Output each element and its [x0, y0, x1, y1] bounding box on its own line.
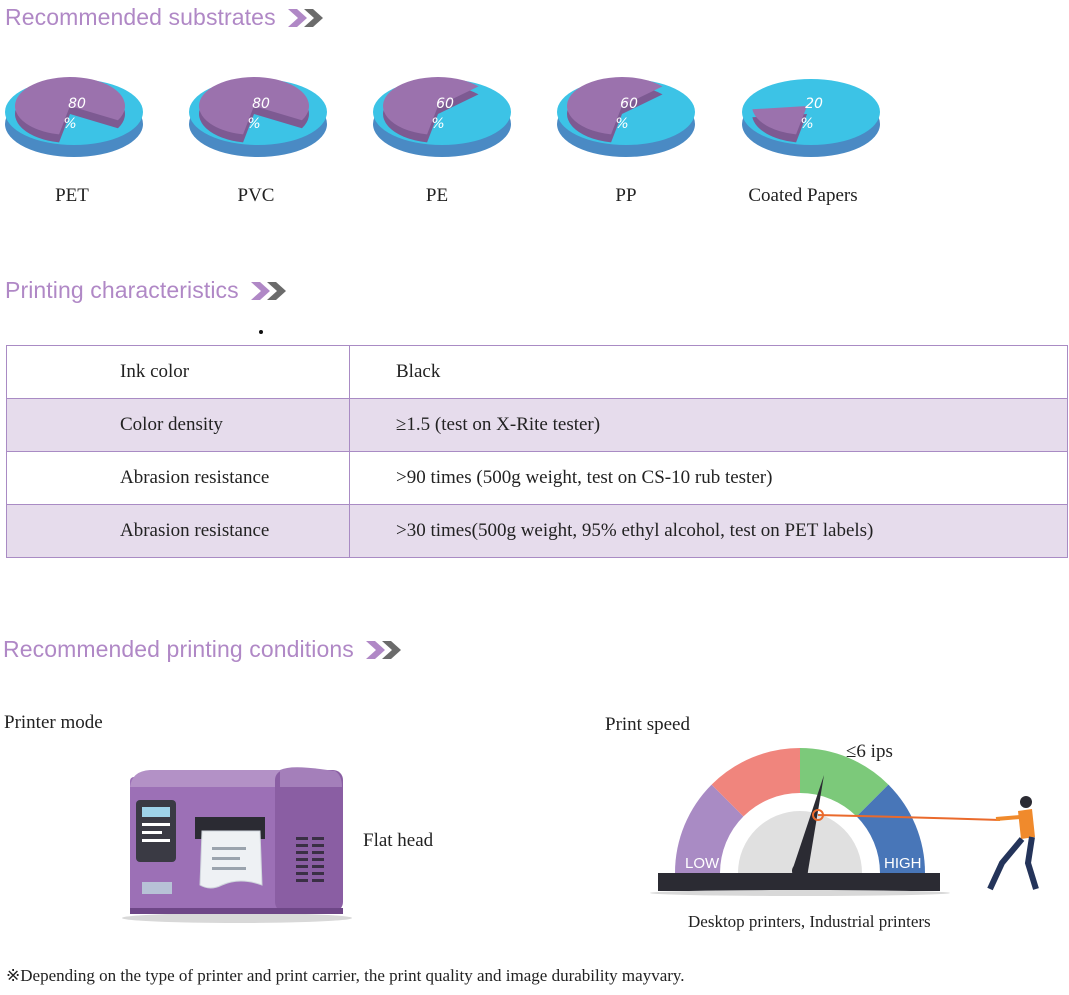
characteristics-title: Printing characteristics: [5, 277, 289, 304]
substrate-pie: 80%: [187, 70, 337, 170]
table-row: Color density ≥1.5 (test on X-Rite teste…: [6, 398, 1068, 452]
gauge-low-label: LOW: [685, 855, 720, 872]
substrate-label: PVC: [237, 185, 275, 206]
characteristics-table: Ink color Black Color density ≥1.5 (test…: [6, 345, 1068, 558]
table-value-cell: >30 times(500g weight, 95% ethyl alcohol…: [349, 504, 1068, 558]
double-chevron-icon: [287, 8, 323, 27]
pie-value-label: 60: [436, 96, 454, 112]
printer-mode-value: Flat head: [363, 830, 434, 851]
pie-unit-label: %: [431, 116, 444, 132]
pie-unit-label: %: [800, 116, 813, 132]
conditions-title-text: Recommended printing conditions: [3, 636, 354, 662]
pie-value-label: 60: [620, 96, 638, 112]
substrate-pie: 80%: [3, 70, 153, 170]
speed-gauge-illustration: LOW HIGH: [650, 748, 1039, 896]
pie-value-label: 80: [68, 96, 86, 112]
pie-unit-label: %: [615, 116, 628, 132]
pie-value-slice: [383, 76, 479, 135]
pie-value-slice: [752, 106, 807, 135]
stray-dot: [259, 330, 263, 334]
printer-mode-label: Printer mode: [4, 712, 103, 733]
pie-value-slice: [567, 76, 663, 135]
table-key-cell: Ink color: [6, 345, 350, 399]
printer-types: Desktop printers, Industrial printers: [688, 912, 931, 931]
pie-unit-label: %: [63, 116, 76, 132]
substrates-title: Recommended substrates: [5, 4, 326, 31]
substrate-label: PET: [55, 185, 89, 206]
gauge-high-label: HIGH: [884, 855, 922, 872]
conditions-title: Recommended printing conditions: [3, 636, 404, 663]
pie-value-label: 80: [252, 96, 270, 112]
substrates-title-text: Recommended substrates: [5, 4, 276, 30]
table-key-cell: Abrasion resistance: [6, 451, 350, 505]
table-value-cell: >90 times (500g weight, test on CS-10 ru…: [349, 451, 1068, 505]
table-value-cell: ≥1.5 (test on X-Rite tester): [349, 398, 1068, 452]
substrate-pie: 20%: [740, 70, 890, 170]
table-row: Ink color Black: [6, 345, 1068, 399]
substrate-label: PE: [425, 185, 449, 206]
characteristics-title-text: Printing characteristics: [5, 277, 239, 303]
footnote: ※Depending on the type of printer and pr…: [6, 966, 685, 985]
thermal-printer-illustration: [122, 767, 352, 923]
substrate-label: Coated Papers: [748, 185, 858, 206]
double-chevron-icon: [250, 281, 286, 300]
table-value-cell: Black: [349, 345, 1068, 399]
table-key-cell: Color density: [6, 398, 350, 452]
substrate-label: PP: [615, 185, 637, 206]
substrate-pie: 60%: [555, 70, 705, 170]
double-chevron-icon: [365, 640, 401, 659]
table-row: Abrasion resistance >30 times(500g weigh…: [6, 504, 1068, 558]
print-speed-label: Print speed: [605, 714, 690, 735]
pie-value-slice: [14, 76, 125, 135]
gauge-needle: [792, 775, 824, 871]
speed-value: ≤6 ips: [846, 741, 893, 762]
pie-unit-label: %: [247, 116, 260, 132]
table-row: Abrasion resistance >90 times (500g weig…: [6, 451, 1068, 505]
substrate-pie: 60%: [371, 70, 521, 170]
pie-value-slice: [199, 76, 309, 135]
pie-value-label: 20: [805, 96, 823, 112]
table-key-cell: Abrasion resistance: [6, 504, 350, 558]
